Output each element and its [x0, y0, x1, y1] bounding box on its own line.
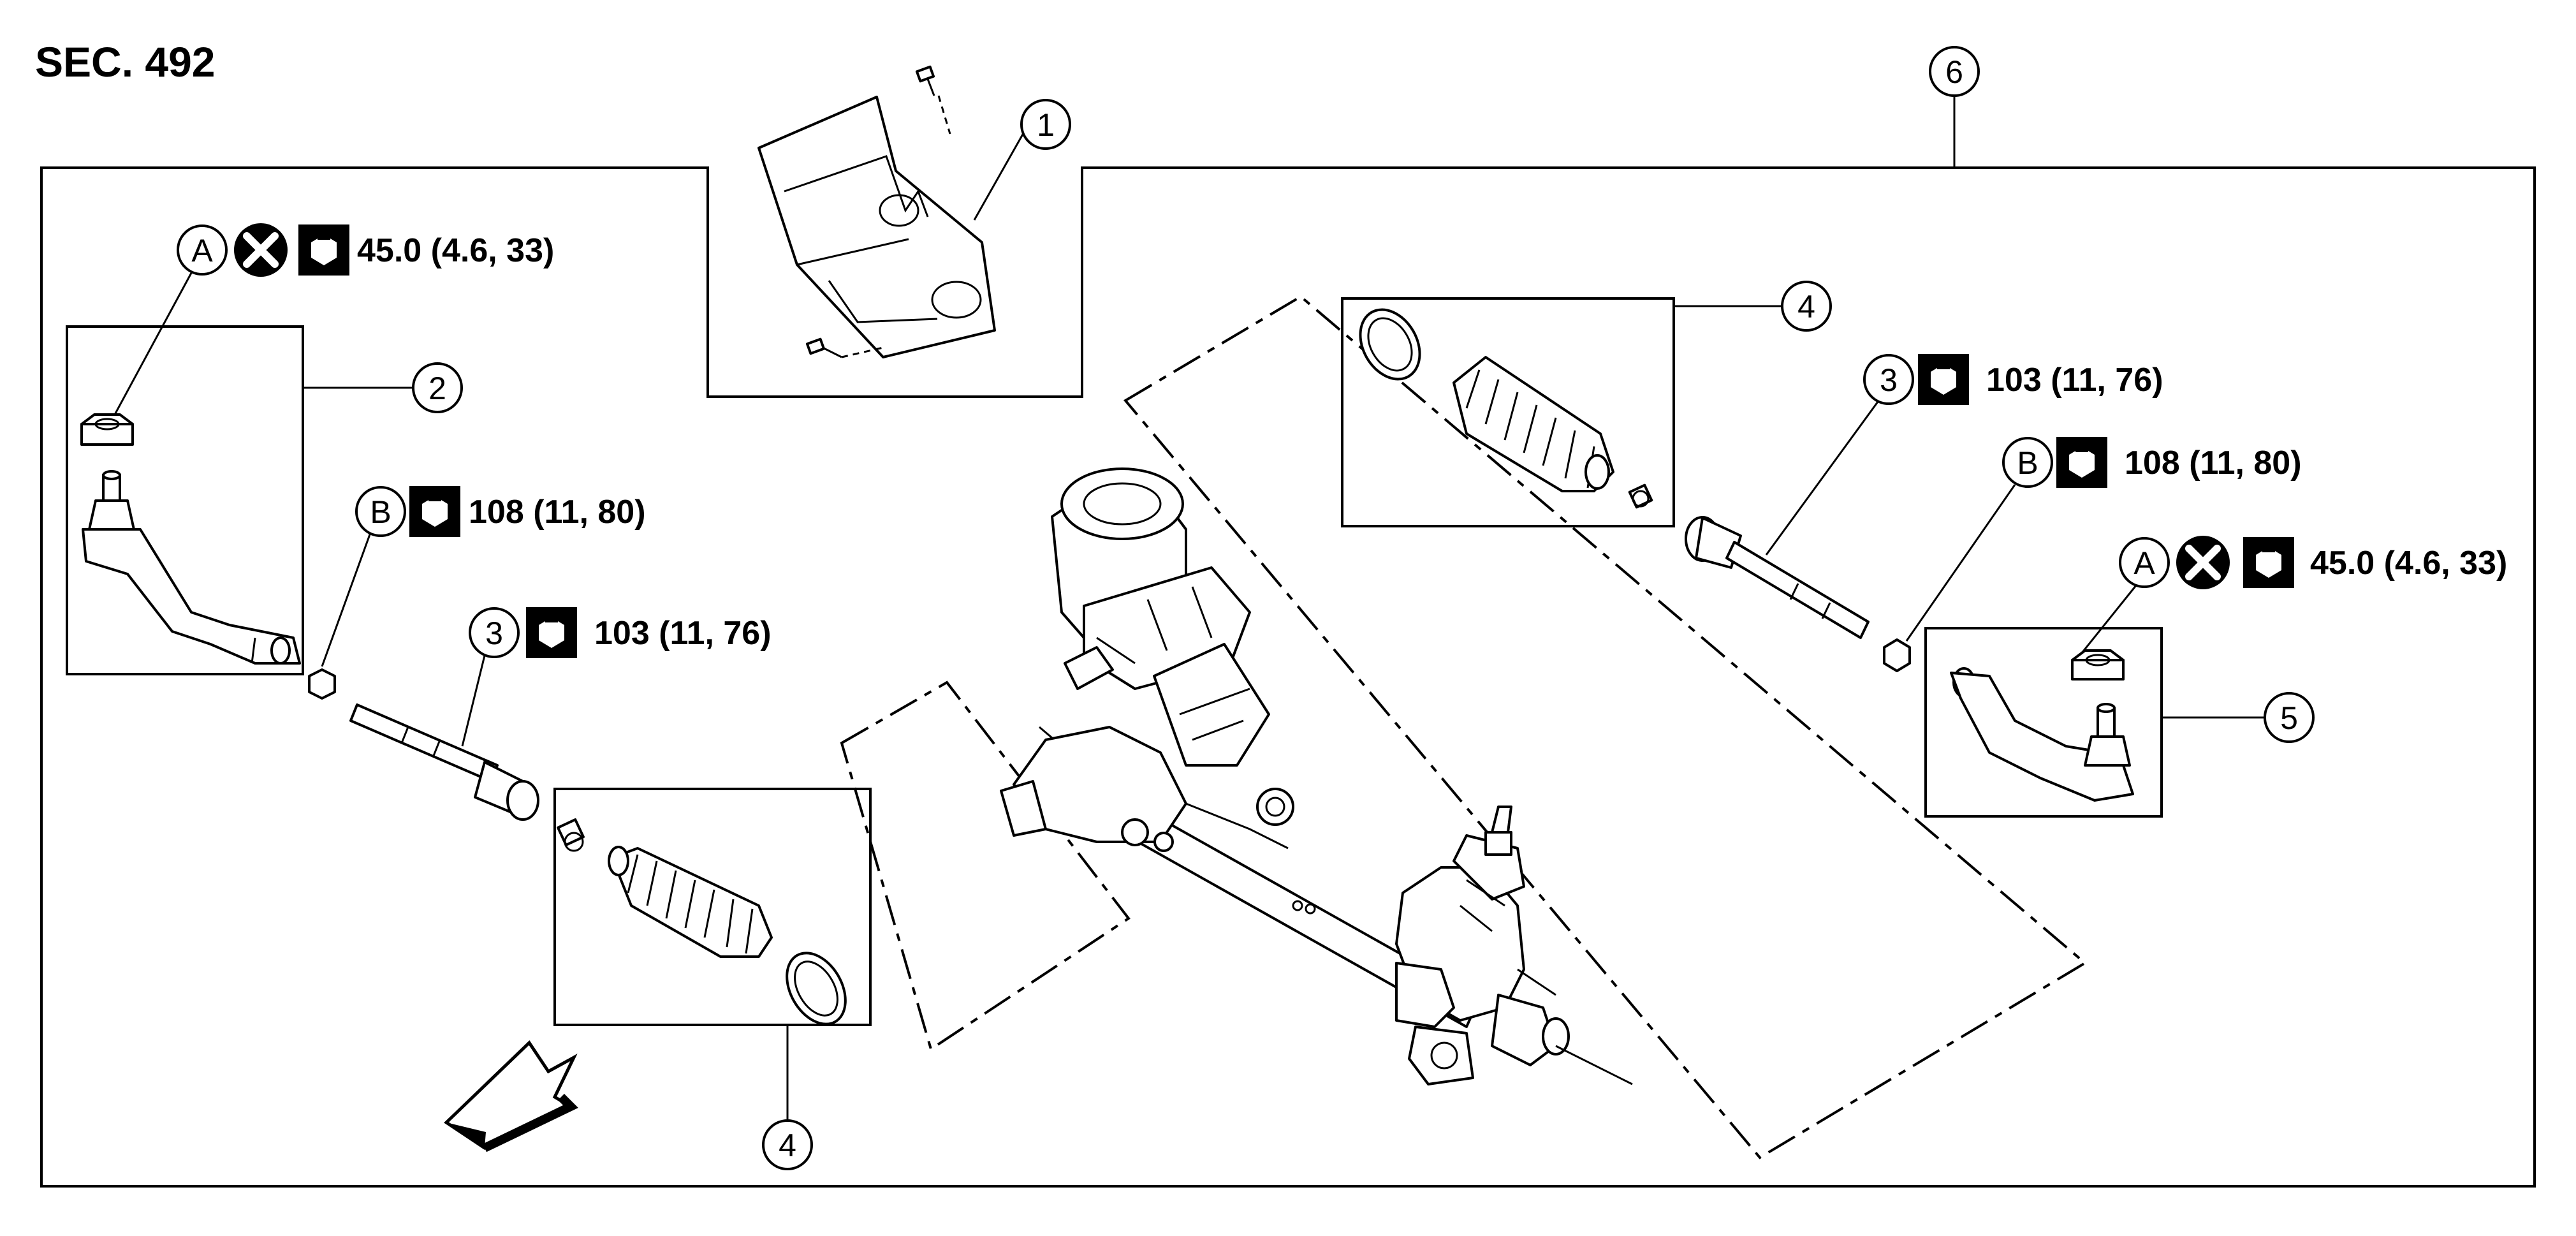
b-right-circle: B [2002, 437, 2053, 488]
callout-1-text: 1 [1037, 107, 1055, 143]
torque-b-left: 108 (11, 80) [469, 494, 646, 531]
jam-nut-right [1883, 638, 1911, 672]
boot-right [1453, 356, 1614, 492]
a-left-circle: A [177, 224, 228, 276]
callout-4-bottom: 4 [762, 1119, 813, 1170]
leader-1 [973, 127, 1028, 221]
wrench-nut-icon [409, 486, 460, 537]
flange-nut-left [80, 413, 134, 446]
b-left-circle: B [355, 486, 406, 537]
a-left-letter: A [191, 233, 213, 269]
callout-6: 6 [1929, 46, 1980, 97]
callout-3-right: 3 [1863, 354, 1914, 405]
callout-3-right-text: 3 [1880, 362, 1898, 398]
boot-clamp-small-left [557, 818, 585, 852]
section-title: SEC. 492 [35, 38, 216, 85]
leader-a-right [2077, 585, 2137, 658]
a-right-circle: A [2119, 537, 2170, 588]
x-circle-icon [234, 223, 288, 277]
wrench-nut-icon [2056, 437, 2107, 488]
callout-5: 5 [2264, 692, 2315, 743]
torque-a-right: 45.0 (4.6, 33) [2310, 545, 2507, 582]
heat-shield [757, 96, 996, 358]
dash-plane-left [840, 681, 1131, 1052]
leader-3-right [1765, 401, 1879, 555]
leader-3-left [461, 655, 486, 747]
part4-top-box [1341, 297, 1675, 527]
leader-b-left [321, 534, 371, 667]
b-left-letter: B [370, 494, 391, 530]
jam-nut-left [308, 668, 336, 700]
torque-inner-left: 103 (11, 76) [594, 615, 772, 652]
boot-clamp-large-left [786, 952, 847, 1026]
torque-inner-right: 103 (11, 76) [1986, 362, 2163, 399]
wrench-nut-icon [2243, 537, 2294, 588]
torque-a-left: 45.0 (4.6, 33) [357, 232, 554, 269]
callout-3-left-text: 3 [485, 615, 503, 651]
b-right-letter: B [2017, 445, 2038, 481]
callout-2: 2 [412, 362, 463, 413]
callout-4-bottom-text: 4 [779, 1128, 796, 1163]
part2-box [66, 325, 304, 675]
callout-4-top: 4 [1781, 281, 1832, 332]
callout-6-text: 6 [1945, 54, 1963, 90]
part5-box [1924, 627, 2163, 818]
callout-4-top-text: 4 [1797, 289, 1815, 325]
tie-rod-end-left [82, 470, 301, 665]
callout-5-text: 5 [2280, 700, 2298, 736]
boot-clamp-large-right [1359, 308, 1421, 381]
inner-tie-rod-right [1685, 516, 1870, 639]
leader-a-left [113, 272, 193, 415]
callout-3-left: 3 [469, 607, 520, 658]
wrench-nut-icon [526, 607, 577, 658]
bolt-lower [805, 337, 884, 358]
wrench-nut-icon [1918, 354, 1969, 405]
part4-bottom-box [553, 788, 872, 1026]
inner-tie-rod-left [349, 703, 539, 821]
flange-nut-right [2071, 649, 2125, 681]
callout-1: 1 [1020, 99, 1071, 150]
boot-left [608, 846, 773, 958]
torque-b-right: 108 (11, 80) [2125, 445, 2302, 482]
front-arrow-icon [444, 1040, 578, 1152]
dash-plane-right [1123, 295, 2088, 1159]
tie-rod-end-right [1950, 667, 2134, 802]
callout-2-text: 2 [428, 371, 446, 406]
leader-b-right [1905, 484, 2016, 642]
wrench-nut-icon [298, 224, 349, 276]
a-right-letter: A [2133, 545, 2155, 581]
boot-clamp-small-right [1628, 483, 1653, 509]
bolt-upper [915, 65, 951, 135]
steering-gear-assembly [1000, 467, 1633, 1085]
assembly-outline [40, 166, 2536, 1188]
x-circle-icon [2176, 536, 2230, 589]
